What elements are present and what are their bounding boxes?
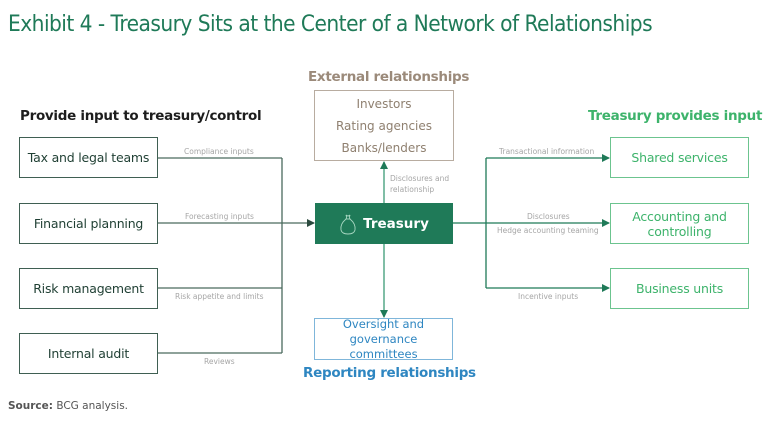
money-bag-icon bbox=[339, 213, 357, 235]
heading-provide-input: Provide input to treasury/control bbox=[20, 108, 262, 124]
box-tax-legal: Tax and legal teams bbox=[19, 137, 158, 178]
external-item-investors: Investors bbox=[356, 96, 412, 111]
label-reviews: Reviews bbox=[204, 357, 235, 366]
label-disclosures: Disclosures bbox=[527, 212, 570, 221]
box-treasury: Treasury bbox=[315, 203, 453, 244]
box-financial-planning: Financial planning bbox=[19, 203, 158, 244]
source-label: Source: bbox=[8, 400, 53, 412]
box-business-units-label: Business units bbox=[635, 281, 724, 296]
label-incentive-inputs: Incentive inputs bbox=[518, 292, 579, 301]
box-accounting-line2: controlling bbox=[647, 223, 712, 239]
heading-treasury-provides-input: Treasury provides input bbox=[588, 108, 763, 124]
box-external-relationships: Investors Rating agencies Banks/lenders bbox=[314, 90, 454, 161]
label-disclosures-line2: relationship bbox=[390, 185, 435, 194]
box-accounting-controlling: Accounting and controlling bbox=[610, 203, 749, 244]
oversight-line1: Oversight and bbox=[342, 316, 425, 331]
label-risk-appetite: Risk appetite and limits bbox=[175, 292, 264, 301]
box-internal-audit-label: Internal audit bbox=[47, 346, 130, 361]
heading-reporting-relationships: Reporting relationships bbox=[303, 365, 476, 381]
oversight-line2: governance committees bbox=[349, 331, 418, 361]
treasury-label: Treasury bbox=[363, 215, 429, 232]
box-financial-planning-label: Financial planning bbox=[33, 216, 144, 231]
external-item-rating-agencies: Rating agencies bbox=[335, 118, 433, 133]
box-oversight-committees: Oversight and governance committees bbox=[314, 316, 453, 361]
box-risk-management-label: Risk management bbox=[33, 281, 144, 296]
label-hedge-accounting: Hedge accounting teaming bbox=[497, 226, 599, 235]
source-note: Source: BCG analysis. bbox=[8, 400, 128, 412]
label-transactional-information: Transactional information bbox=[499, 147, 595, 156]
label-compliance-inputs: Compliance inputs bbox=[184, 147, 254, 156]
exhibit-title: Exhibit 4 - Treasury Sits at the Center … bbox=[8, 12, 653, 37]
label-disclosures-relationship: Disclosures and relationship bbox=[390, 173, 449, 195]
box-accounting-line1: Accounting and bbox=[632, 208, 727, 224]
box-internal-audit: Internal audit bbox=[19, 333, 158, 374]
label-forecasting-inputs: Forecasting inputs bbox=[185, 212, 254, 221]
external-item-banks-lenders: Banks/lenders bbox=[341, 140, 427, 155]
heading-external-relationships: External relationships bbox=[308, 69, 470, 85]
label-disclosures-line1: Disclosures and bbox=[390, 174, 450, 183]
source-text: BCG analysis. bbox=[52, 400, 128, 412]
box-shared-services: Shared services bbox=[610, 137, 749, 178]
box-business-units: Business units bbox=[610, 268, 749, 309]
box-shared-services-label: Shared services bbox=[631, 150, 728, 165]
box-tax-legal-label: Tax and legal teams bbox=[27, 150, 150, 165]
box-risk-management: Risk management bbox=[19, 268, 158, 309]
